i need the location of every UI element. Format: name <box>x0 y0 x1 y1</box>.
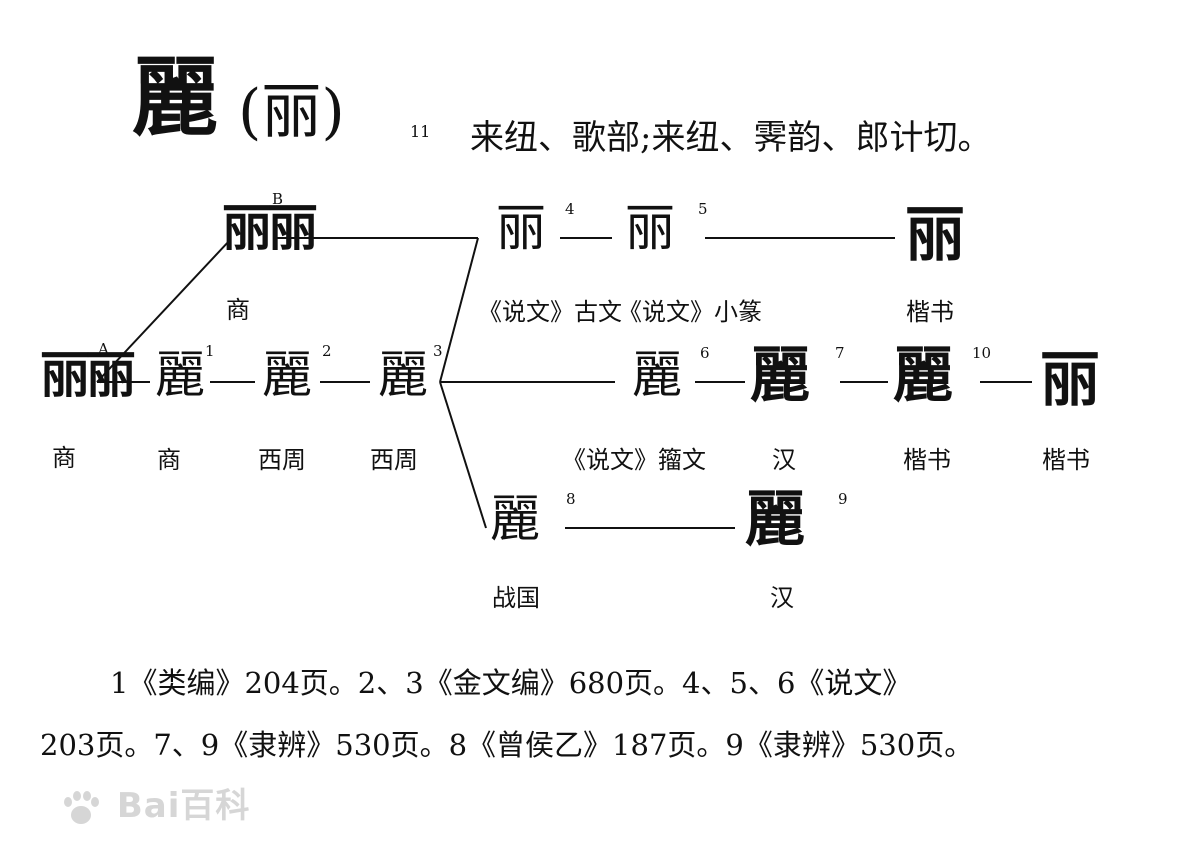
label-7: 汉 <box>772 446 796 474</box>
label-kaishu-top: 楷书 <box>906 298 954 326</box>
label-5: 《说文》小篆 <box>618 298 762 326</box>
glyph-1: 麗 <box>155 346 205 404</box>
label-b: 商 <box>226 296 250 324</box>
marker-3: 3 <box>433 342 443 360</box>
glyph-4: 丽 <box>496 199 546 257</box>
label-1: 商 <box>157 446 181 474</box>
label-8: 战国 <box>492 584 540 612</box>
simplified-character: (丽) <box>238 77 345 147</box>
glyph-kaishu-top: 丽 <box>905 200 965 270</box>
marker-4: 4 <box>565 200 575 218</box>
marker-9: 9 <box>838 490 848 508</box>
label-3: 西周 <box>370 446 418 474</box>
connector-b-3 <box>439 237 479 383</box>
entry-code: 11 <box>410 122 431 141</box>
glyph-2: 麗 <box>262 346 312 404</box>
glyph-a: 丽丽 <box>40 346 136 404</box>
marker-2: 2 <box>322 342 332 360</box>
label-kaishu-right: 楷书 <box>1042 446 1090 474</box>
marker-10: 10 <box>972 344 992 362</box>
pronunciation-text: 来纽、歌部;来纽、霁韵、郎计切。 <box>470 118 992 158</box>
label-6: 《说文》籀文 <box>562 446 706 474</box>
glyph-5: 丽 <box>625 199 675 257</box>
marker-6: 6 <box>700 344 710 362</box>
marker-1: 1 <box>205 342 215 360</box>
glyph-b: 丽丽 <box>222 199 318 257</box>
label-9: 汉 <box>770 584 794 612</box>
connector-3-8 <box>439 381 487 529</box>
glyph-6: 麗 <box>632 346 682 404</box>
source-note-line-2: 203页。7、9《隶辨》530页。8《曾侯乙》187页。9《隶辨》530页。 <box>40 728 974 762</box>
glyph-7: 麗 <box>750 341 810 411</box>
label-10: 楷书 <box>903 446 951 474</box>
watermark-text: Bai百科 <box>116 786 251 826</box>
paw-icon <box>60 786 117 826</box>
label-2: 西周 <box>258 446 306 474</box>
marker-a: A <box>98 340 109 358</box>
glyph-10: 麗 <box>893 341 953 411</box>
marker-7: 7 <box>835 344 845 362</box>
glyph-kaishu-right: 丽 <box>1040 345 1100 415</box>
connector-a-b <box>96 239 231 383</box>
marker-b: B <box>272 190 284 208</box>
marker-8: 8 <box>566 490 576 508</box>
label-4: 《说文》古文 <box>478 298 622 326</box>
label-a: 商 <box>52 444 76 472</box>
baidu-watermark: Bai百科 <box>60 778 250 827</box>
marker-5: 5 <box>698 200 708 218</box>
glyph-9: 麗 <box>745 485 805 555</box>
glyph-3: 麗 <box>378 346 428 404</box>
glyph-8: 麗 <box>490 490 540 548</box>
head-character: 麗 <box>132 47 218 148</box>
source-note-line-1: 1《类编》204页。2、3《金文编》680页。4、5、6《说文》 <box>110 666 912 700</box>
